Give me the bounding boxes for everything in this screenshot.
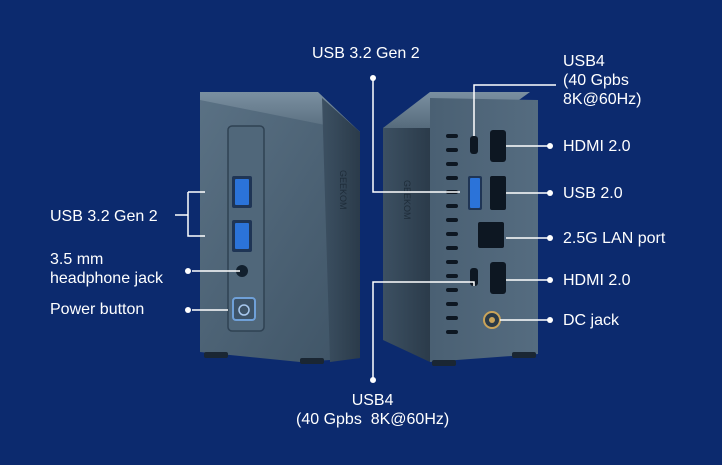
label-power-button: Power button xyxy=(50,301,145,318)
usb-port-icon xyxy=(490,176,506,210)
left-unit-top xyxy=(200,92,360,132)
feet xyxy=(204,352,536,366)
label-dc-jack: DC jack xyxy=(563,312,620,329)
label-hdmi-top: HDMI 2.0 xyxy=(563,138,631,155)
label-hdmi-bottom: HDMI 2.0 xyxy=(563,272,631,289)
label-usb20: USB 2.0 xyxy=(563,185,623,202)
right-unit: GEEKOM xyxy=(383,92,538,362)
label-usb4-bottom: USB4 (40 Gpbs 8K@60Hz) xyxy=(296,392,450,428)
right-unit-side xyxy=(383,98,430,362)
lan-port-icon xyxy=(478,222,504,248)
left-unit: GEEKOM xyxy=(200,92,360,362)
left-unit-side xyxy=(322,98,360,362)
hdmi-port-icon xyxy=(490,130,506,162)
callout-dots xyxy=(185,75,553,383)
usb4-port-icon xyxy=(470,136,478,154)
label-lan-port: 2.5G LAN port xyxy=(563,230,666,247)
brand-mark-rear: GEEKOM xyxy=(402,180,412,220)
label-usb4-top: USB4 (40 Gpbs 8K@60Hz) xyxy=(563,53,642,108)
power-button-icon xyxy=(232,297,256,321)
label-usb32-top: USB 3.2 Gen 2 xyxy=(312,45,420,62)
vent-slots xyxy=(446,134,458,334)
hdmi-port-icon xyxy=(490,262,506,294)
callout-lines xyxy=(175,78,556,380)
brand-mark: GEEKOM xyxy=(338,170,348,210)
label-usb32-left: USB 3.2 Gen 2 xyxy=(50,208,158,225)
headphone-jack-icon xyxy=(236,265,248,277)
label-headphone-jack: 3.5 mm headphone jack xyxy=(50,251,163,287)
